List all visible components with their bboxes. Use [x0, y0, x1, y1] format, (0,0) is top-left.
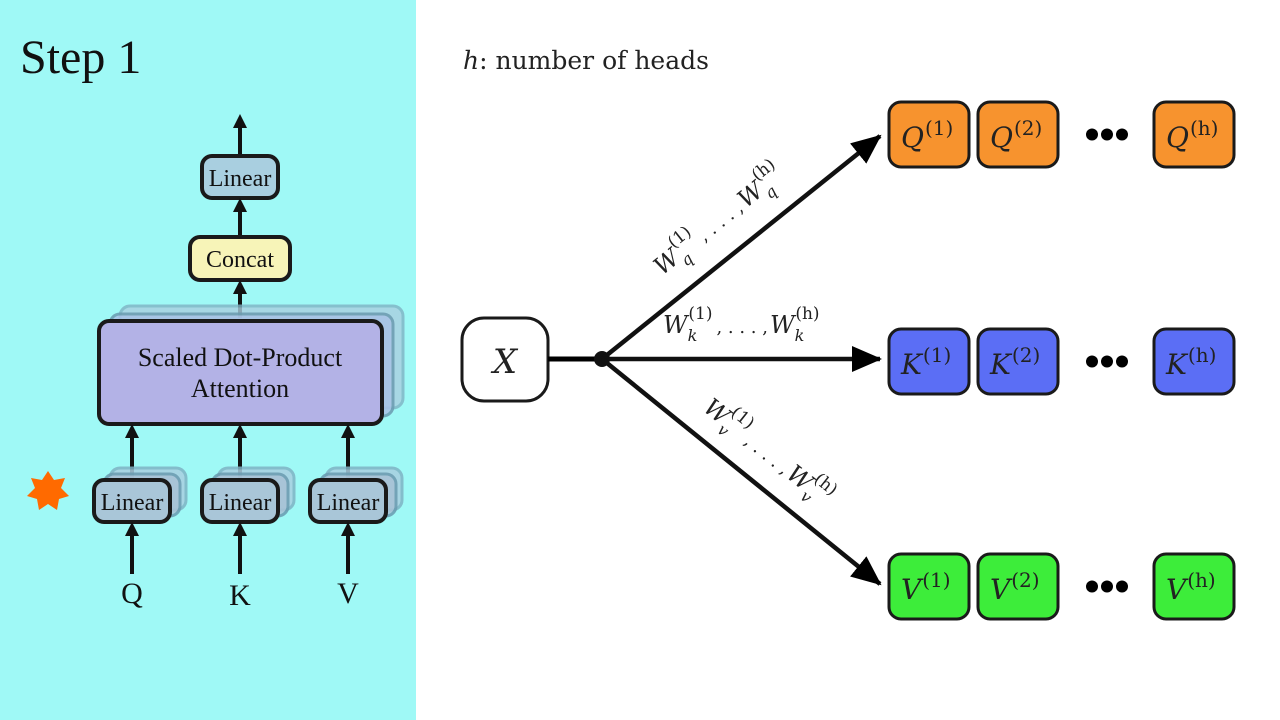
heads-legend: h: number of heads: [463, 46, 709, 75]
top-linear-label: Linear: [209, 166, 272, 192]
attention-label-line1: Scaled Dot-Product: [138, 343, 343, 372]
linear-q-label: Linear: [101, 490, 164, 516]
key-head-box: K(2): [976, 327, 1060, 396]
input-q-label: Q: [121, 577, 143, 610]
key-head-label: K(h): [1165, 343, 1216, 381]
attention-block: [97, 319, 384, 426]
query-projection-arrow: [600, 134, 882, 361]
value-heads-row: V(1) V(2) V(h): [887, 552, 1236, 621]
input-linear-k: Linear: [200, 466, 296, 524]
value-head-box: V(h): [1152, 552, 1236, 621]
key-weights-label: Wk(1), . . . ,Wk(h): [663, 304, 820, 345]
star-icon: [27, 471, 69, 510]
value-head-label: V(1): [901, 568, 951, 606]
ellipsis-icon: [1086, 580, 1128, 593]
key-heads-row: K(1) K(2) K(h): [887, 327, 1236, 396]
svg-text:Wk(1), . . . ,Wk(h): Wk(1), . . . ,Wk(h): [663, 304, 820, 345]
input-k-label: K: [229, 579, 251, 612]
legend-description: : number of heads: [479, 46, 709, 75]
concat-to-linear-arrow: [233, 198, 247, 236]
key-head-label: K(1): [900, 343, 951, 381]
attention-stack: Scaled Dot-Product Attention: [97, 304, 405, 426]
concat-label: Concat: [206, 247, 274, 273]
input-x-label: X: [490, 342, 519, 382]
step-title: Step 1: [20, 31, 142, 84]
head-rows: Q(1) Q(2) Q(h) K(1) K(2) K(h) V(1) V(2) V(h): [887, 100, 1236, 621]
input-v-label: V: [337, 577, 359, 610]
top-linear-block: Linear: [200, 154, 280, 200]
input-linear-v: Linear: [308, 466, 404, 524]
key-head-label: K(2): [989, 343, 1040, 381]
query-head-label: Q(h): [1166, 116, 1218, 154]
concat-block: Concat: [188, 235, 292, 282]
input-linear-q: Linear: [92, 466, 188, 524]
query-head-box: Q(1): [887, 100, 971, 169]
value-head-box: V(2): [976, 552, 1060, 621]
key-head-box: K(1): [887, 327, 971, 396]
query-head-label: Q(2): [990, 116, 1042, 154]
value-head-box: V(1): [887, 552, 971, 621]
query-heads-row: Q(1) Q(2) Q(h): [887, 100, 1236, 169]
output-arrow: [233, 114, 247, 156]
attention-label-line2: Attention: [191, 374, 289, 403]
query-head-box: Q(2): [976, 100, 1060, 169]
key-head-box: K(h): [1152, 327, 1236, 396]
value-head-label: V(h): [1166, 568, 1216, 606]
linear-k-label: Linear: [209, 490, 272, 516]
linear-v-label: Linear: [317, 490, 380, 516]
legend-variable: h: [463, 46, 480, 75]
input-arrows: [125, 522, 355, 574]
ellipsis-icon: [1086, 355, 1128, 368]
query-head-label: Q(1): [901, 116, 953, 154]
value-head-label: V(2): [990, 568, 1040, 606]
value-projection-arrow: [600, 357, 882, 586]
ellipsis-icon: [1086, 128, 1128, 141]
query-head-box: Q(h): [1152, 100, 1236, 169]
input-x-node: X: [460, 316, 550, 403]
